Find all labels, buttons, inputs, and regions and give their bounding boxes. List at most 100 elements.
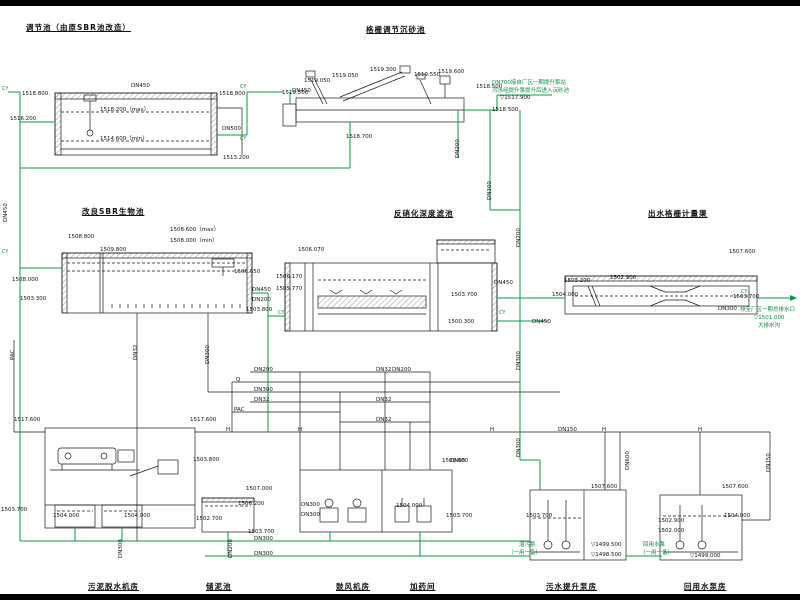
- unit-title: 回用水泵房: [684, 582, 727, 591]
- pipe-label-vertical: DN600: [625, 451, 631, 470]
- elevation-label: ▽1499.500: [591, 542, 622, 548]
- pipe-label: DN200: [252, 297, 271, 303]
- elevation-label: 1518.700: [346, 134, 373, 140]
- elevation-label: 1507.600: [722, 484, 749, 490]
- elevation-label: 1517.600: [190, 417, 217, 423]
- elevation-label: 1508.000: [12, 277, 39, 283]
- elevation-label: 1518.800: [219, 91, 246, 97]
- elevation-label: 1508.600（max）: [170, 227, 220, 233]
- process-pipes: [8, 91, 797, 557]
- elevation-label: 1519.500: [282, 90, 309, 96]
- pipe-label: H: [226, 427, 231, 433]
- unit-title: 污水提升泵房: [546, 582, 597, 591]
- elevation-label: 1507.600: [729, 249, 756, 255]
- pipe-label-vertical: DN150: [766, 453, 772, 472]
- pipe-label: DN450: [292, 88, 311, 94]
- pipe-label-vertical: DN200: [228, 539, 234, 558]
- elevation-label: 1519.600: [438, 69, 465, 75]
- note-label: ▽1501.000: [754, 315, 785, 321]
- unit-title: 改良SBR生物池: [82, 207, 145, 216]
- elevation-label: 1518.800: [22, 91, 49, 97]
- pipe-label: DN200: [392, 367, 411, 373]
- note-label: 回用水泵: [643, 542, 666, 548]
- pipe-label: DN32: [254, 397, 270, 403]
- elevation-label: 1507.600: [591, 484, 618, 490]
- elevation-label: 1518.200（max）: [100, 107, 150, 113]
- valve-tag: CY: [741, 289, 748, 295]
- elevation-label: ▽1498.500: [591, 552, 622, 558]
- note-label: 潜污泵: [519, 542, 536, 548]
- pipe-label-vertical: DN300: [487, 181, 493, 200]
- elevation-label: 1503.300: [20, 296, 47, 302]
- valve-tag: CY: [499, 310, 506, 316]
- elevation-label: 1502.000: [658, 528, 685, 534]
- pipe-label: H: [602, 427, 607, 433]
- elevation-label: 1506.170: [276, 274, 303, 280]
- elevation-label: 1518.500: [492, 107, 519, 113]
- elevation-label: 1514.600（min）: [100, 136, 148, 142]
- elevation-label: 1516.200: [10, 116, 37, 122]
- pipe-label: DN450: [532, 319, 551, 325]
- unit-title: 调节池（由原SBR池改造）: [26, 23, 131, 32]
- pipe-label: DN450: [252, 287, 271, 293]
- unit-title: 储泥池: [206, 582, 232, 591]
- elevation-label: 1503.700: [1, 507, 28, 513]
- pipe-label: DN200: [254, 367, 273, 373]
- pipe-label: DN500: [222, 126, 241, 132]
- pipe-label: Q: [236, 377, 241, 383]
- valve-tag: CY: [2, 249, 9, 255]
- pipe-label: H: [698, 427, 703, 433]
- unit-title: 反硝化深度滤池: [394, 209, 454, 218]
- frame-top: [0, 0, 800, 6]
- valve-tag: CY: [240, 84, 247, 90]
- elevation-label: 1508.800: [68, 234, 95, 240]
- elevation-label: 1508.000（min）: [170, 238, 218, 244]
- elevation-label: 1509.600: [442, 458, 469, 464]
- pipe-label: DN450: [131, 83, 150, 89]
- pipe-label: DN32: [376, 417, 392, 423]
- unit-title: 加药间: [410, 582, 436, 591]
- pipe-label: DN300: [254, 536, 273, 542]
- pipe-label: DN450: [494, 280, 513, 286]
- frame-bottom: [0, 594, 800, 600]
- pipe-label: DN300: [254, 551, 273, 557]
- elevation-label: 1505.770: [276, 286, 303, 292]
- elevation-label: 1518.500: [476, 84, 503, 90]
- pipe-label-vertical: DN300: [516, 438, 522, 457]
- unit-title: 出水格栅计量渠: [648, 209, 708, 218]
- elevation-label: 1502.900: [610, 275, 637, 281]
- note-label: 污水经提升泵提升后进入沉砂池: [492, 88, 570, 94]
- elevation-label: 1506.200: [238, 501, 265, 507]
- elevation-label: 1503.200: [564, 278, 591, 284]
- pipe-label: DN65: [450, 458, 466, 464]
- elevation-label: ▽1517.900: [500, 95, 531, 101]
- valve-tag: CY: [2, 86, 9, 92]
- pipe-label: DN150: [558, 427, 577, 433]
- pipe-label-vertical: DN300: [205, 345, 211, 364]
- pipe-label: DN300: [301, 502, 320, 508]
- elevation-label: 1503.700: [446, 513, 473, 519]
- pipe-label: DN32: [376, 397, 392, 403]
- elevation-label: 1503.700: [733, 294, 760, 300]
- unit-title: 鼓风机房: [336, 582, 370, 591]
- elevation-label: 1503.800: [193, 457, 220, 463]
- elevation-label: 1509.800: [100, 247, 127, 253]
- pipe-label: PAC: [234, 407, 245, 413]
- note-label: 大排水沟: [758, 323, 781, 329]
- valve-tag: CY: [278, 310, 285, 316]
- pipe-label-vertical: DN32: [133, 344, 139, 360]
- pipe-label-vertical: DN300: [118, 539, 124, 558]
- pipe-label: H: [298, 427, 303, 433]
- pipe-label: DN300: [254, 387, 273, 393]
- note-label: 排至厂区一期总排水口: [740, 307, 796, 313]
- elevation-label: 1503.800: [246, 307, 273, 313]
- elevation-label: ▽1499.000: [690, 553, 721, 559]
- valve-tag: CY: [240, 136, 247, 142]
- elevation-label: 1500.300: [448, 319, 475, 325]
- elevation-label: 1503.700: [526, 513, 553, 519]
- unit-title: 格栅调节沉砂池: [366, 25, 426, 34]
- elevation-label: 1506.650: [234, 269, 261, 275]
- pipe-label-vertical: PAC: [10, 349, 16, 360]
